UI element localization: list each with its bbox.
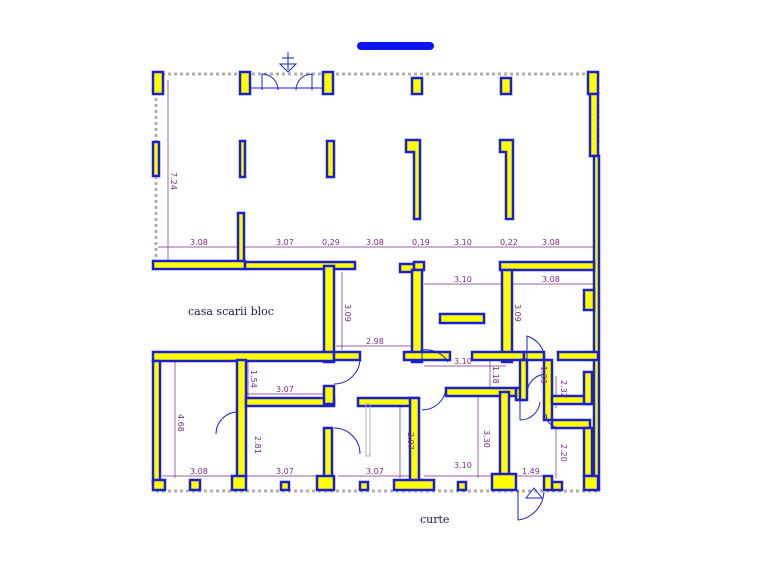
partition-outline (365, 403, 371, 457)
dim-3-10: 3.10 (454, 461, 472, 470)
dim-0-22: 0,22 (500, 238, 518, 247)
dim-3-08: 3.08 (542, 238, 560, 247)
dim-2-20: 2.20 (559, 444, 568, 462)
courtyard-label: curte (420, 513, 449, 526)
dim-1-54: 1.54 (249, 370, 258, 388)
dim-2-98: 2.98 (366, 337, 384, 346)
dim-1-18: 1.18 (491, 366, 500, 384)
dim-0-29: 0,29 (322, 238, 340, 247)
dim-2-97: 2.97 (406, 432, 415, 450)
dim-3-10: 3.10 (454, 357, 472, 366)
dim-3-08: 3.08 (190, 467, 208, 476)
dim-1-33: 1.33 (539, 366, 548, 384)
dim-7-24: 7.24 (169, 172, 178, 190)
dim-3-07: 3.07 (276, 238, 294, 247)
door-swings (215, 52, 561, 521)
dashed-outline (154, 72, 600, 493)
dim-3-09: 3.09 (343, 304, 352, 322)
dim-3-07: 3.07 (276, 467, 294, 476)
dim-3-07: 3.07 (366, 467, 384, 476)
dim-4-68: 4.68 (176, 414, 185, 432)
dim-3-08: 3.08 (190, 238, 208, 247)
header-bar (357, 42, 434, 50)
dim-2-81: 2.81 (253, 436, 262, 454)
dim-3-07: 3.07 (276, 385, 294, 394)
stairwell-label: casa scarii bloc (188, 305, 274, 318)
dim-3-10: 3.10 (454, 238, 472, 247)
dim-3-08: 3.08 (366, 238, 384, 247)
dim-2-32: 2.32 (559, 380, 568, 398)
dim-0-19: 0,19 (412, 238, 430, 247)
dimension-lines (158, 80, 596, 478)
dim-1-49: 1.49 (522, 467, 540, 476)
dim-3-08: 3.08 (542, 275, 560, 284)
dim-3-10: 3.10 (454, 275, 472, 284)
dimension-labels: 7.24 3.08 3.07 0,29 3.08 0,19 3.10 0,22 … (169, 172, 568, 476)
walls (151, 70, 601, 492)
dim-3-30: 3.30 (482, 430, 491, 448)
dim-3-09: 3.09 (513, 304, 522, 322)
